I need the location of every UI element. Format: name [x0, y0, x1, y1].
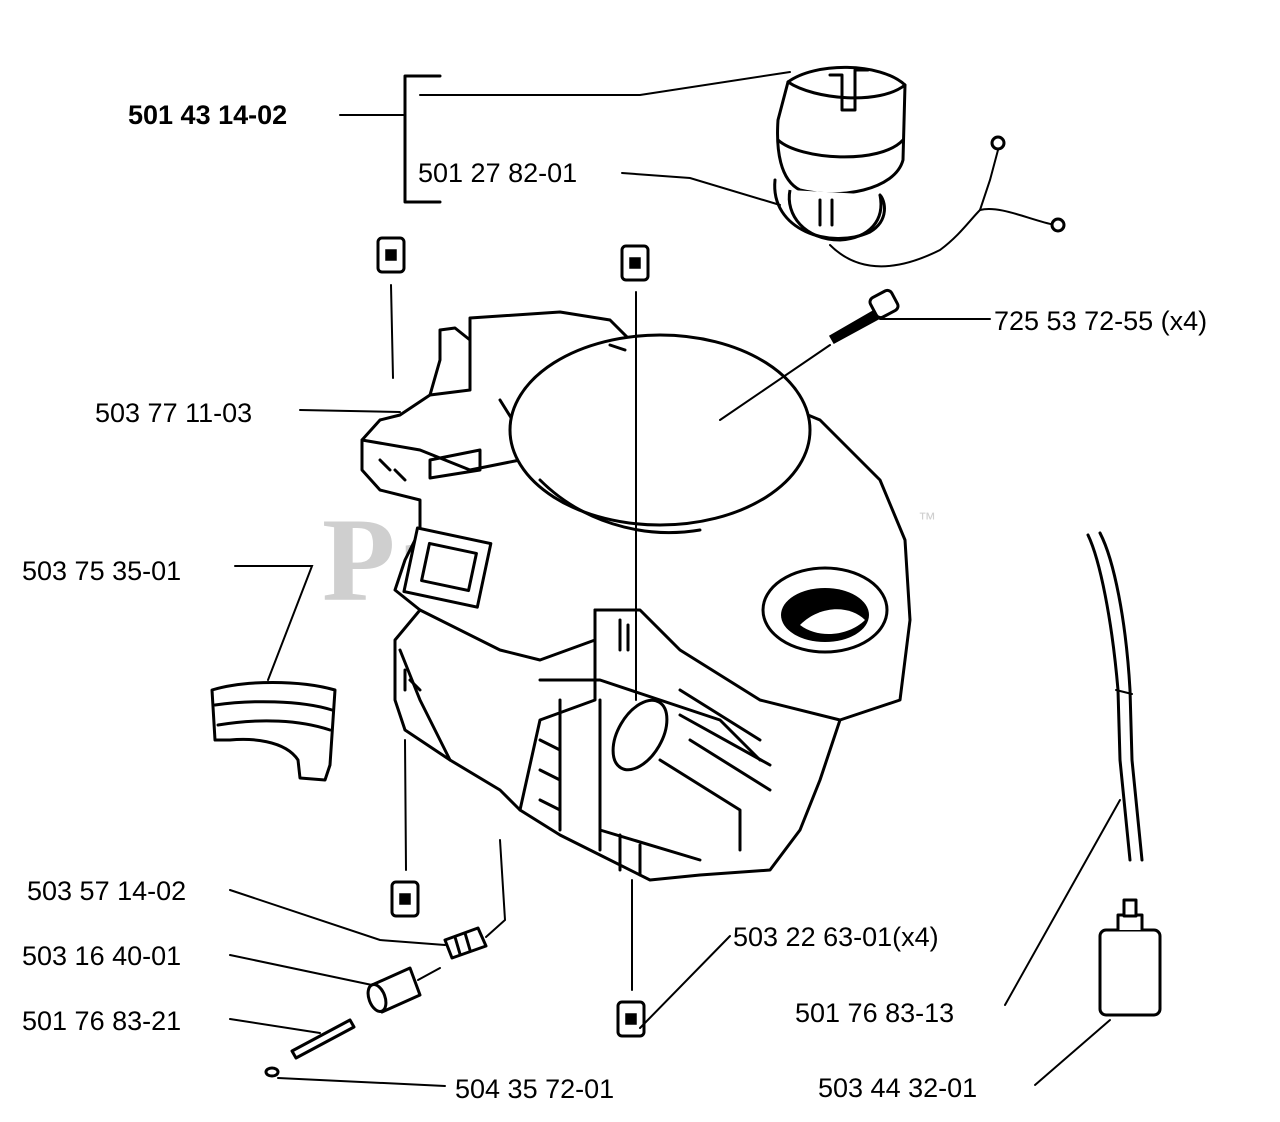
- label-cap-assembly: 501 43 14-02: [128, 100, 287, 130]
- label-valve: 503 57 14-02: [27, 876, 186, 906]
- label-filter: 503 16 40-01: [22, 941, 181, 971]
- cap-bracket: [403, 74, 442, 204]
- label-oil-hose: 501 76 83-13: [795, 998, 954, 1028]
- label-oil-filter: 503 44 32-01: [818, 1073, 977, 1103]
- cover-illustration: [210, 681, 337, 782]
- oil-hose-illustration: [1086, 531, 1144, 862]
- watermark-trademark: ™: [918, 509, 936, 529]
- damper-illustration-bottom-mid: [616, 1000, 646, 1038]
- damper-illustration-bottom-left: [390, 880, 420, 918]
- hose-illustration: [290, 1018, 356, 1060]
- plug-illustration: [264, 1066, 280, 1078]
- valve-illustration: [443, 839, 507, 960]
- label-cap-gasket: 501 27 82-01: [418, 158, 577, 188]
- label-plug: 504 35 72-01: [455, 1074, 614, 1104]
- damper-illustration-top-mid: [620, 244, 650, 282]
- screw-illustration: [828, 288, 900, 345]
- fuel-cap-illustration: [773, 65, 1066, 268]
- label-cover: 503 75 35-01: [22, 556, 181, 586]
- oil-filter-illustration: [1098, 898, 1162, 1017]
- damper-illustration-top-left: [376, 236, 406, 274]
- label-tank-housing: 503 77 11-03: [95, 398, 252, 428]
- label-hose: 501 76 83-21: [22, 1006, 181, 1036]
- filter-illustration: [366, 966, 441, 1014]
- label-screw: 725 53 72-55 (x4): [994, 306, 1207, 336]
- label-damper: 503 22 63-01(x4): [733, 922, 939, 952]
